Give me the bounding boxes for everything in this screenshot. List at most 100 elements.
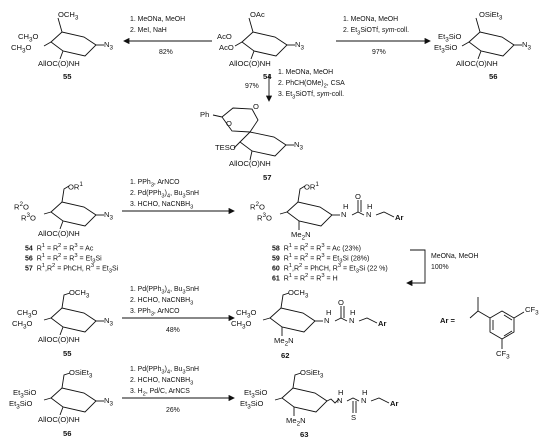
c54-three: AcO	[219, 43, 234, 52]
c55b-six: OCH3	[69, 288, 90, 300]
r56-63-step1: 1. Pd(PPh3)4, Bu3SnH	[130, 366, 199, 376]
ring-62	[262, 292, 378, 336]
c56b-n3: N3	[104, 396, 114, 408]
curea-nb: N	[366, 210, 372, 219]
c55-bottom: AllOC(O)NH	[38, 59, 80, 68]
c62-nh2: H	[350, 308, 356, 317]
r54-56-yield: 97%	[372, 49, 386, 56]
r54-55-step2: 2. MeI, NaH	[130, 27, 167, 34]
sub-row-60: 60 R1,R2 = PhCH, R3 = Et3Si (22 %)	[272, 263, 388, 275]
cgen-three: R3O	[21, 212, 36, 223]
c56-bottom: AllOC(O)NH	[456, 59, 498, 68]
c62-nb: N	[349, 316, 355, 325]
ring-63	[274, 372, 390, 416]
c62-label: 62	[281, 351, 290, 360]
c63-three: Et3SiO	[240, 399, 264, 411]
c62-o: O	[338, 298, 344, 307]
r54-57-yield: 97%	[245, 83, 259, 90]
c63-s: S	[351, 413, 357, 422]
c62-me2n: Me2N	[274, 336, 294, 348]
c63-nh2: H	[362, 388, 368, 397]
c56b-four: Et3SiO	[13, 388, 37, 400]
ar-def-cf3-bot: CF3	[496, 349, 510, 361]
c55b-bottom: AllOC(O)NH	[38, 335, 80, 344]
ring-55b	[43, 292, 104, 336]
c62-four: CH3O	[236, 308, 257, 320]
c56-label: 56	[489, 72, 498, 81]
c62-na: N	[324, 316, 330, 325]
sub-row-59: 59 R1 = R2 = R3 = Et3Si (28%)	[272, 253, 370, 265]
c57-label: 57	[263, 173, 272, 182]
c62-three: CH3O	[231, 319, 252, 331]
r-urea-step1: 1. PPh3, ArNCO	[130, 179, 180, 189]
c55-three: CH3O	[11, 43, 32, 55]
r56-63-step2: 2. HCHO, NaCNBH3	[130, 377, 194, 387]
c63-label: 63	[300, 430, 309, 439]
c63-six: OSiEt3	[300, 368, 324, 380]
ring-54	[234, 17, 295, 60]
c57-o1: O	[226, 119, 232, 128]
ring-generic	[43, 185, 104, 230]
curea-na: N	[341, 210, 347, 219]
c55b-label: 55	[63, 349, 72, 358]
ar-def-cf3-top: CF3	[525, 305, 539, 317]
c57-n3: N3	[294, 140, 304, 152]
cgen-bottom: AllOC(O)NH	[38, 229, 80, 238]
curea-me2n: Me2N	[291, 230, 311, 242]
c57-o2: O	[253, 102, 259, 111]
curea-nh2: H	[367, 202, 373, 211]
arrows	[122, 37, 431, 402]
r-urea-step2: 2. Pd(PPh3)4, Bu3SnH	[130, 190, 199, 200]
ring-55	[43, 17, 104, 60]
c63-four: Et3SiO	[244, 388, 268, 400]
r54-57-step2: 2. PhCH(OMe)2, CSA	[278, 80, 345, 90]
sub-row-57: 57 R1,R2 = PhCH, R3 = Et3Si	[25, 263, 119, 275]
cgen-six: OR1	[68, 181, 83, 192]
c63-ar: Ar	[390, 399, 399, 408]
c56-four: Et3SiO	[438, 32, 462, 44]
cgen-n3: N3	[104, 210, 114, 222]
c63-nh: H	[338, 388, 344, 397]
curea-ar: Ar	[395, 213, 404, 222]
ring-urea	[279, 185, 395, 230]
ar-def-label: Ar =	[440, 316, 455, 325]
c56-six: OSiEt3	[479, 10, 503, 22]
c62-ar: Ar	[378, 319, 387, 328]
r55-62-step3: 3. PPh3, ArNCO	[130, 308, 180, 318]
r-urea-step3: 3. HCHO, NaCNBH3	[130, 201, 194, 211]
r55-62-yield: 48%	[166, 327, 180, 334]
c56-n3: N3	[522, 40, 532, 52]
r54-56-step1: 1. MeONa, MeOH	[343, 16, 399, 23]
ring-56	[461, 17, 522, 60]
c56-three: Et3SiO	[434, 43, 458, 55]
c57-bottom: AllOC(O)NH	[229, 159, 271, 168]
r54-55-step1: 1. MeONa, MeOH	[130, 16, 186, 23]
c56b-six: OSiEt3	[69, 368, 93, 380]
c55b-three: CH3O	[12, 319, 33, 331]
c57-tes: TESO	[215, 143, 236, 152]
c54-label: 54	[263, 72, 272, 81]
r54-57-step3: 3. Et3SiOTf, sym-coll.	[278, 91, 345, 101]
r54-57-step1: 1. MeONa, MeOH	[278, 69, 334, 76]
c54-six: OAc	[250, 10, 265, 19]
ring-ar	[469, 297, 525, 349]
c54-n3: N3	[295, 40, 305, 52]
r55-62-step1: 1. Pd(PPh3)4, Bu3SnH	[130, 286, 199, 296]
sub-row-58: 58 R1 = R2 = R3 = Ac (23%)	[272, 243, 361, 253]
r55-62-step2: 2. HCHO, NaCNBH3	[130, 297, 194, 307]
ring-56b	[43, 372, 104, 416]
r-deprot-yield: 100%	[431, 264, 449, 271]
c63-nb: N	[361, 396, 367, 405]
c63-me2n: Me2N	[286, 416, 306, 428]
c56b-label: 56	[63, 429, 72, 438]
c56b-three: Et3SiO	[9, 399, 33, 411]
r54-55-yield: 82%	[159, 49, 173, 56]
curea-nh: H	[343, 202, 349, 211]
c56b-bottom: AllOC(O)NH	[38, 415, 80, 424]
c55b-four: CH3O	[17, 308, 38, 320]
c55-four: CH3O	[18, 32, 39, 44]
sub-row-54: 54 R1 = R2 = R3 = Ac	[25, 243, 94, 253]
curea-o: O	[355, 192, 361, 201]
